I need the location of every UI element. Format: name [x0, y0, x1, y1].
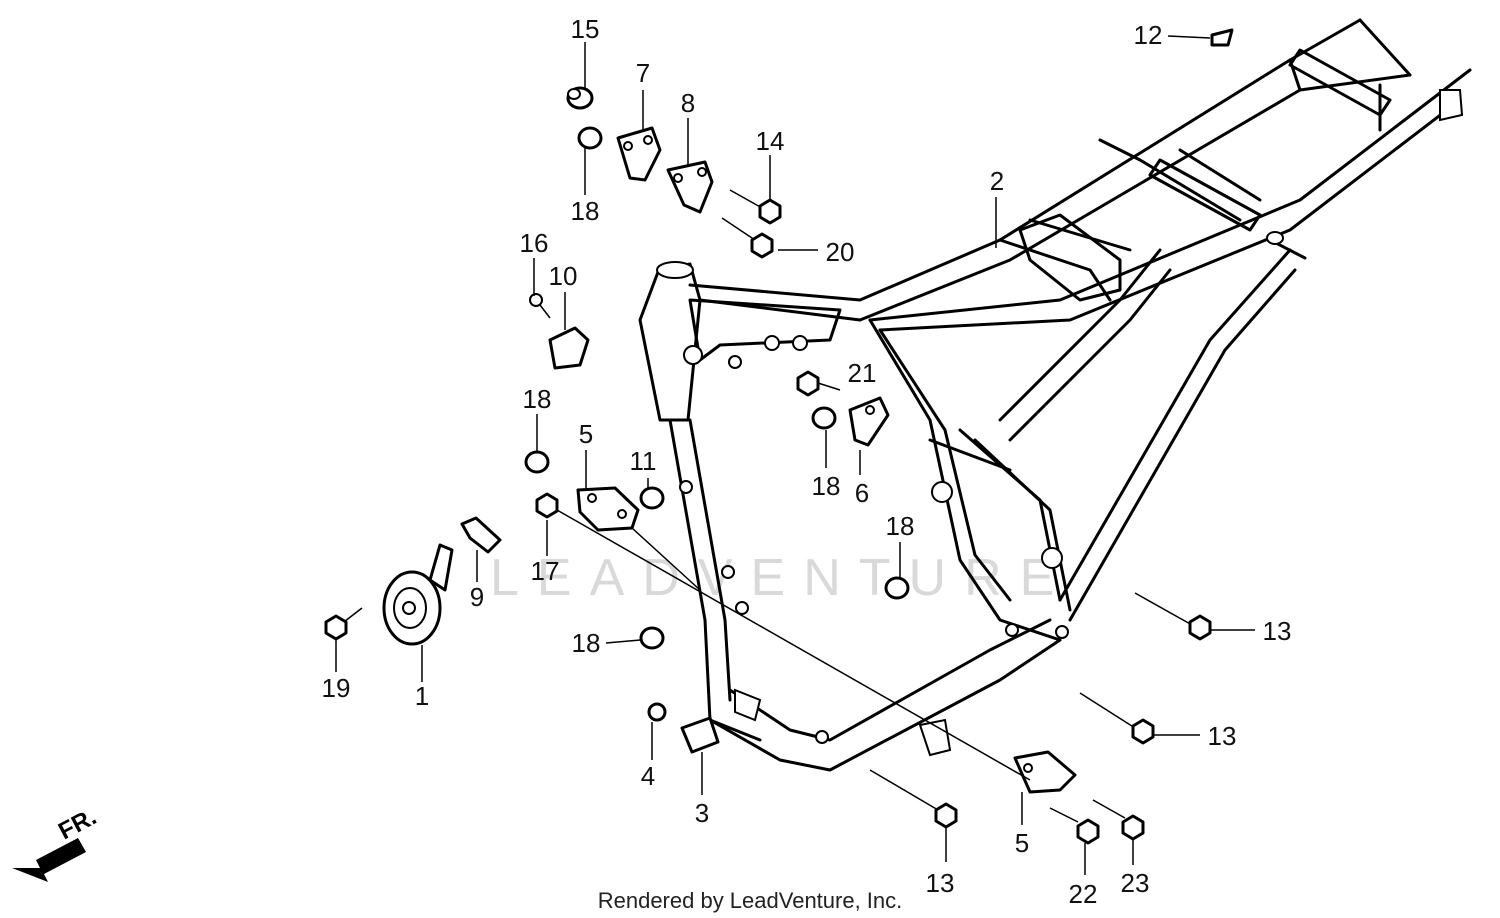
- callout-6: 6: [855, 478, 869, 508]
- bracket-part-6: [848, 396, 890, 447]
- callout-20: 20: [826, 237, 855, 267]
- callout-7: 7: [636, 58, 650, 88]
- callout-13-upper: 13: [1263, 616, 1292, 646]
- bolt-part-14: [729, 189, 782, 225]
- callout-14: 14: [756, 126, 785, 156]
- rendered-by-footer: Rendered by LeadVenture, Inc.: [598, 888, 903, 913]
- callout-17: 17: [531, 556, 560, 586]
- callout-18-left: 18: [523, 384, 552, 414]
- callout-5-lower: 5: [1015, 828, 1029, 858]
- rubber-part-18: [524, 126, 910, 650]
- callout-10: 10: [549, 261, 578, 291]
- horn-part-1: [382, 543, 454, 646]
- callout-13-lower: 13: [926, 868, 955, 898]
- callout-22: 22: [1069, 879, 1098, 909]
- collar-part-3: [680, 716, 720, 754]
- callout-13-middle: 13: [1208, 721, 1237, 751]
- bolt-part-23: [1092, 799, 1145, 841]
- callout-3: 3: [695, 798, 709, 828]
- callout-16: 16: [520, 228, 549, 258]
- block-part-10: [548, 326, 590, 370]
- callout-9: 9: [470, 582, 484, 612]
- bracket-part-7: [616, 126, 662, 182]
- callout-12: 12: [1134, 20, 1163, 50]
- callout-18-horn: 18: [572, 628, 601, 658]
- callout-5-upper: 5: [579, 419, 593, 449]
- callout-19: 19: [322, 673, 351, 703]
- callout-15: 15: [571, 14, 600, 44]
- plug-part-11: [639, 486, 665, 510]
- motorcycle-frame: [638, 18, 1472, 772]
- callout-21: 21: [848, 358, 877, 388]
- callout-8: 8: [681, 88, 695, 118]
- callout-1: 1: [415, 681, 429, 711]
- bolt-part-13: [869, 592, 1212, 829]
- leader-lines: [335, 35, 1255, 875]
- callout-4: 4: [641, 761, 655, 791]
- bracket-part-5-lower: [1013, 750, 1077, 794]
- callout-18-top: 18: [571, 196, 600, 226]
- screw-part-16: [529, 293, 551, 319]
- bracket-part-8: [666, 160, 714, 214]
- tag-part-12: [1210, 28, 1234, 47]
- clip-part-9: [460, 516, 502, 554]
- callout-18-right: 18: [886, 511, 915, 541]
- cap-part-15: [566, 86, 594, 110]
- callout-11: 11: [630, 446, 657, 476]
- callout-2: 2: [990, 166, 1004, 196]
- bolt-part-22: [1049, 807, 1100, 845]
- bracket-part-5-upper: [576, 486, 640, 532]
- callout-labels: 15 7 8 14 20 18 16 10 18 5 11 17 9 1 19 …: [322, 14, 1292, 909]
- front-direction-arrow: FR.: [12, 803, 101, 882]
- callout-23: 23: [1121, 868, 1150, 898]
- bolt-part-19: [324, 607, 363, 641]
- collar-part-4: [647, 702, 667, 722]
- bolt-part-21: [796, 370, 841, 397]
- nut-part-17: [535, 492, 559, 519]
- front-direction-label: FR.: [54, 803, 101, 845]
- bolt-part-20: [721, 217, 774, 259]
- callout-18-mid: 18: [812, 471, 841, 501]
